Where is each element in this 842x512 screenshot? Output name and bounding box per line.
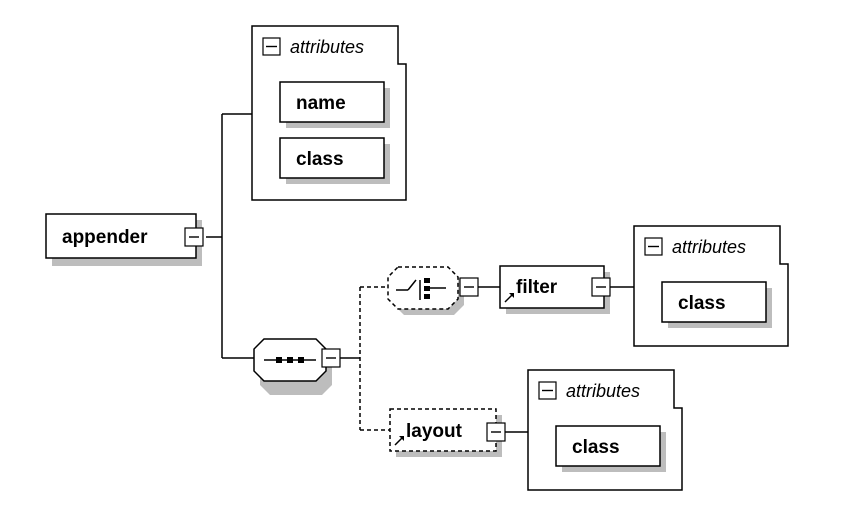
attributes-title: attributes [290,37,364,57]
attributes-group-layout: attributes class [527,369,683,491]
element-appender[interactable]: appender [45,213,202,266]
choice-icon [396,278,446,300]
attributes-appender-collapse-toggle[interactable] [262,37,281,56]
attributes-group-appender: attributes name class [251,25,407,201]
attributes-title: attributes [566,381,640,401]
choice-collapse-toggle[interactable] [459,277,479,297]
connectors [206,113,634,433]
attributes-group-filter: attributes class [633,225,789,347]
choice-compositor[interactable] [387,266,464,315]
attribute-class-label: class [572,437,620,458]
element-layout-label: layout [406,421,463,442]
attributes-filter-collapse-toggle[interactable] [644,237,663,256]
attribute-class[interactable]: class [661,281,772,328]
attribute-class[interactable]: class [555,425,666,472]
element-filter-label: filter [516,277,558,298]
attribute-name[interactable]: name [279,81,390,128]
layout-collapse-toggle[interactable] [486,422,506,442]
attribute-class-label: class [296,149,344,170]
attribute-class[interactable]: class [279,137,390,184]
reference-arrow-icon [394,436,404,446]
attributes-title: attributes [672,237,746,257]
reference-arrow-icon [504,293,514,303]
element-layout[interactable]: layout [389,408,502,457]
attribute-name-label: name [296,93,346,114]
attributes-layout-collapse-toggle[interactable] [538,381,557,400]
appender-collapse-toggle[interactable] [184,227,204,247]
filter-collapse-toggle[interactable] [591,277,611,297]
attribute-class-label: class [678,293,726,314]
sequence-compositor[interactable] [253,338,332,395]
sequence-collapse-toggle[interactable] [321,348,341,368]
element-appender-label: appender [62,227,148,248]
element-filter[interactable]: filter [499,265,610,314]
